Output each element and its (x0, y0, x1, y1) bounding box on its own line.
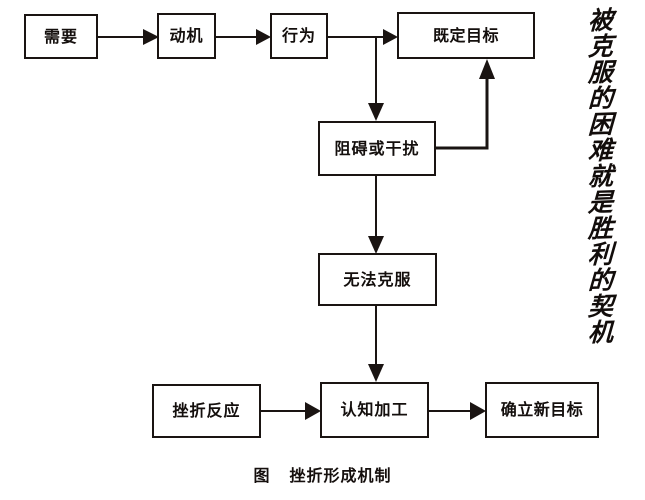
node-cannot-overcome[interactable]: 无法克服 (318, 253, 437, 306)
figure-caption-title: 挫折形成机制 (289, 466, 392, 485)
node-frustration-reaction[interactable]: 挫折反应 (152, 384, 261, 438)
edge-motive-to-behavior (216, 29, 271, 45)
node-establish-new-goal[interactable]: 确立新目标 (485, 382, 599, 438)
node-behavior[interactable]: 行为 (270, 13, 328, 59)
node-cognitive-processing[interactable]: 认知加工 (320, 382, 429, 438)
quote-char: 被 (587, 5, 615, 36)
quote-char: 服 (587, 57, 615, 88)
node-need-label: 需要 (43, 26, 78, 46)
quote-char: 利 (587, 239, 615, 270)
figure-caption-prefix: 图 (253, 466, 271, 485)
node-cognitive-processing-label: 认知加工 (340, 400, 409, 419)
edge-frustration-to-cognition (261, 402, 321, 420)
node-frustration-reaction-label: 挫折反应 (172, 401, 241, 420)
node-established-goal[interactable]: 既定目标 (397, 12, 535, 59)
node-obstacle-or-interference-label: 阻碍或干扰 (334, 138, 420, 158)
edge-obstacle-to-unovercome (368, 176, 384, 254)
node-motive[interactable]: 动机 (157, 13, 216, 59)
quote-char: 就 (587, 161, 615, 192)
node-cannot-overcome-label: 无法克服 (343, 269, 412, 289)
edge-need-to-motive (98, 29, 159, 45)
quote-char: 的 (587, 265, 615, 296)
node-obstacle-or-interference[interactable]: 阻碍或干扰 (318, 121, 436, 176)
node-established-goal-label: 既定目标 (432, 25, 499, 45)
node-motive-label: 动机 (169, 26, 204, 45)
quote-char: 困 (587, 109, 615, 140)
quote-char: 契 (587, 291, 615, 322)
edge-behavior-to-goal (328, 29, 398, 45)
edge-unovercome-to-cognition (368, 306, 384, 382)
node-need[interactable]: 需要 (24, 14, 98, 59)
edge-behavior-to-obstacle (368, 37, 384, 121)
quote-char: 难 (587, 135, 615, 166)
edge-cognition-to-newgoal (429, 402, 486, 420)
quote-char: 机 (587, 317, 615, 348)
node-establish-new-goal-label: 确立新目标 (500, 400, 584, 419)
edge-obstacle-to-goal (436, 59, 495, 150)
quote-char: 克 (587, 31, 615, 62)
node-behavior-label: 行为 (281, 26, 316, 45)
quote-char: 的 (587, 83, 615, 114)
figure-caption: 图 挫折形成机制 (0, 462, 645, 486)
quote-char: 胜 (587, 213, 615, 244)
quote-char: 是 (587, 187, 615, 218)
vertical-calligraphy-quote: 被 克 服 的 困 难 就 是 胜 利 的 契 机 (578, 5, 624, 378)
